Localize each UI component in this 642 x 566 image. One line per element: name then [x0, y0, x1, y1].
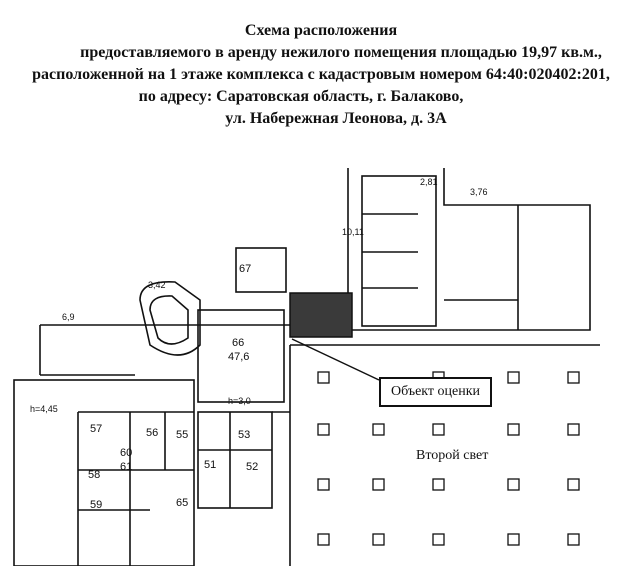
room-number: 57 — [90, 423, 102, 435]
plan-wall — [347, 168, 591, 331]
room-number: 58 — [88, 469, 100, 481]
title-line-2: предоставляемого в аренду нежилого помещ… — [80, 44, 602, 61]
height-label: h=4,45 — [30, 404, 58, 414]
room-number: 53 — [238, 429, 250, 441]
object-premises — [289, 292, 353, 338]
room-number: 60 — [120, 447, 132, 459]
room-area: 47,6 — [228, 351, 249, 363]
object-callout: Объект оценки — [379, 377, 492, 407]
title-line-3: расположенной на 1 этаже комплекса с кад… — [32, 66, 610, 83]
room-number: 61 — [120, 461, 132, 473]
plan-wall — [13, 379, 195, 566]
plan-wall — [197, 411, 273, 509]
room-number: 56 — [146, 427, 158, 439]
second-light-label: Второй свет — [416, 448, 489, 463]
plan-wall — [149, 295, 189, 345]
room-number: 66 — [232, 337, 244, 349]
room-number: 51 — [204, 459, 216, 471]
room-number: 59 — [90, 499, 102, 511]
callout-leader — [291, 338, 380, 381]
room-number: 67 — [239, 263, 251, 275]
plan-wall — [361, 175, 437, 327]
height-label: h=3,0 — [228, 396, 251, 406]
dimension-label: 2,81 — [420, 177, 438, 187]
dimension-label: 6,9 — [62, 312, 75, 322]
plan-wall — [235, 247, 287, 293]
room-number: 65 — [176, 497, 188, 509]
dimension-label: 3,42 — [148, 280, 166, 290]
plan-wall — [197, 309, 285, 403]
title-line-5: ул. Набережная Леонова, д. 3А — [225, 110, 447, 127]
title-line-4: по адресу: Саратовская область, г. Балак… — [138, 88, 464, 105]
title-block: Схема расположения предоставляемого в ар… — [0, 0, 642, 130]
room-number: 52 — [246, 461, 258, 473]
room-number: 55 — [176, 429, 188, 441]
plan-wall — [139, 281, 201, 356]
title-line-1: Схема расположения — [244, 22, 398, 39]
atrium-columns — [317, 371, 580, 546]
dimension-label: 10,11 — [342, 227, 364, 237]
dimension-label: 3,76 — [470, 187, 488, 197]
